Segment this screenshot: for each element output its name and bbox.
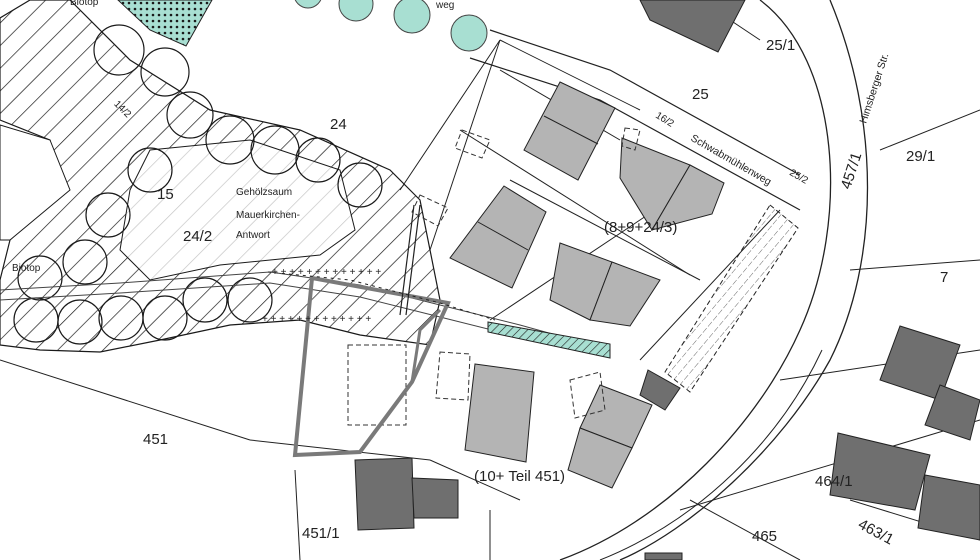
label-lot-24: 24: [330, 116, 347, 133]
road-edge-far: [599, 349, 823, 560]
svg-text:+ + + + + + + + + + + + +: + + + + + + + + + + + + +: [272, 267, 381, 278]
path-line: [405, 204, 421, 316]
label-lot-24-2: 24/2: [183, 228, 212, 245]
boundary-crosses: + + + + + + + + + + + + + + + + + + + + …: [262, 267, 381, 325]
tree-row: [294, 0, 488, 52]
green-strip: [487, 321, 611, 359]
plan-area-outline: [292, 275, 451, 458]
roof-ridge: [477, 221, 529, 251]
label-lot-16-2: 16/2: [653, 110, 676, 130]
label-lot-29-1: 29/1: [906, 148, 935, 165]
road-edge-outer: [559, 0, 832, 560]
inner-clearing: [119, 139, 356, 281]
label-biotop-left: Biotop: [12, 263, 41, 274]
street-schwab-edge-2: [469, 57, 801, 211]
label-lot-25: 25: [692, 86, 709, 103]
label-lot-25-2: 25/2: [787, 167, 810, 186]
label-lot-457-1: 457/1: [838, 150, 866, 191]
label-lot-463-1: 463/1: [855, 516, 896, 549]
biotope-dotted-area: [117, 0, 213, 47]
planned-buildings: [449, 81, 725, 489]
label-lot-451: 451: [143, 431, 168, 448]
path-line: [399, 204, 415, 316]
label-lot-465: 465: [752, 528, 777, 545]
label-lot-7: 7: [940, 269, 948, 286]
parking-strip: [664, 204, 799, 393]
label-street-top: weg: [435, 0, 454, 11]
label-gehoelz-2: Mauerkirchen-: [236, 210, 300, 221]
existing-buildings: [354, 0, 980, 560]
label-lot-451-1: 451/1: [302, 525, 340, 542]
label-lot-464-1: 464/1: [815, 473, 853, 490]
road-edge-inner: [619, 0, 869, 560]
label-lot-group-10: (10+ Teil 451): [474, 468, 565, 485]
boundary-cross-line: [267, 271, 496, 321]
open-lawn-left: [0, 124, 71, 241]
svg-text:+ + + + + + + + + + + + +: + + + + + + + + + + + + +: [262, 314, 371, 325]
label-gehoelz-1: Gehölzsaum: [236, 187, 292, 198]
label-lot-15: 15: [157, 186, 174, 203]
street-schwab-edge-1: [489, 29, 801, 176]
tree-canopy-outlines: [13, 24, 383, 345]
dashed-footprints: [347, 127, 641, 426]
label-lot-25-1: 25/1: [766, 37, 795, 54]
label-biotop-top: Biotop: [70, 0, 99, 8]
roof-ridge: [543, 115, 599, 145]
plan-line: [410, 308, 442, 383]
label-lot-group-8: (8+9+24/3): [604, 219, 677, 236]
label-street-hims: Himsberger Str.: [857, 52, 891, 125]
label-gehoelz-3: Antwort: [236, 230, 270, 241]
